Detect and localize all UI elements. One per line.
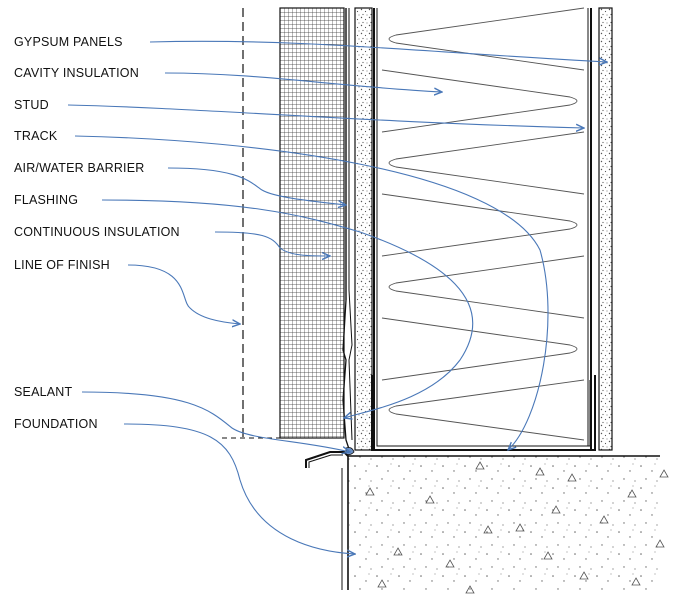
gypsum-panel-board (598, 7, 613, 451)
label-cavity-insulation: CAVITY INSULATION (14, 66, 139, 80)
label-line-of-finish: LINE OF FINISH (14, 258, 110, 272)
label-foundation: FOUNDATION (14, 417, 98, 431)
bottom-track (371, 375, 596, 451)
leader-air-water-barrier (167, 167, 346, 205)
leader-continuous-insulation (214, 231, 330, 256)
foundation-slab (341, 455, 669, 594)
leader-foundation (123, 423, 355, 554)
leader-lines (67, 40, 607, 554)
label-continuous-insulation: CONTINUOUS INSULATION (14, 225, 180, 239)
line-of-finish-line (222, 8, 280, 439)
label-air-water-barrier: AIR/WATER BARRIER (14, 161, 145, 175)
leader-flashing (101, 199, 474, 418)
leader-stud (67, 104, 584, 128)
label-track: TRACK (14, 129, 58, 143)
label-gypsum-panels: GYPSUM PANELS (14, 35, 123, 49)
leader-track (74, 135, 549, 450)
leader-sealant (81, 391, 350, 452)
flashing-profile (305, 451, 349, 468)
label-flashing: FLASHING (14, 193, 79, 207)
leader-cavity-insulation (164, 72, 442, 92)
label-stud: STUD (14, 98, 49, 112)
leader-gypsum-panels (149, 40, 607, 62)
label-sealant: SEALANT (14, 385, 73, 399)
air-water-barrier-membrane (342, 8, 353, 453)
continuous-insulation-panel (279, 7, 345, 439)
cavity-insulation-batt (381, 7, 585, 441)
steel-stud-cavity (373, 8, 592, 450)
leader-line-of-finish (127, 264, 240, 324)
exterior-sheathing (354, 7, 373, 451)
